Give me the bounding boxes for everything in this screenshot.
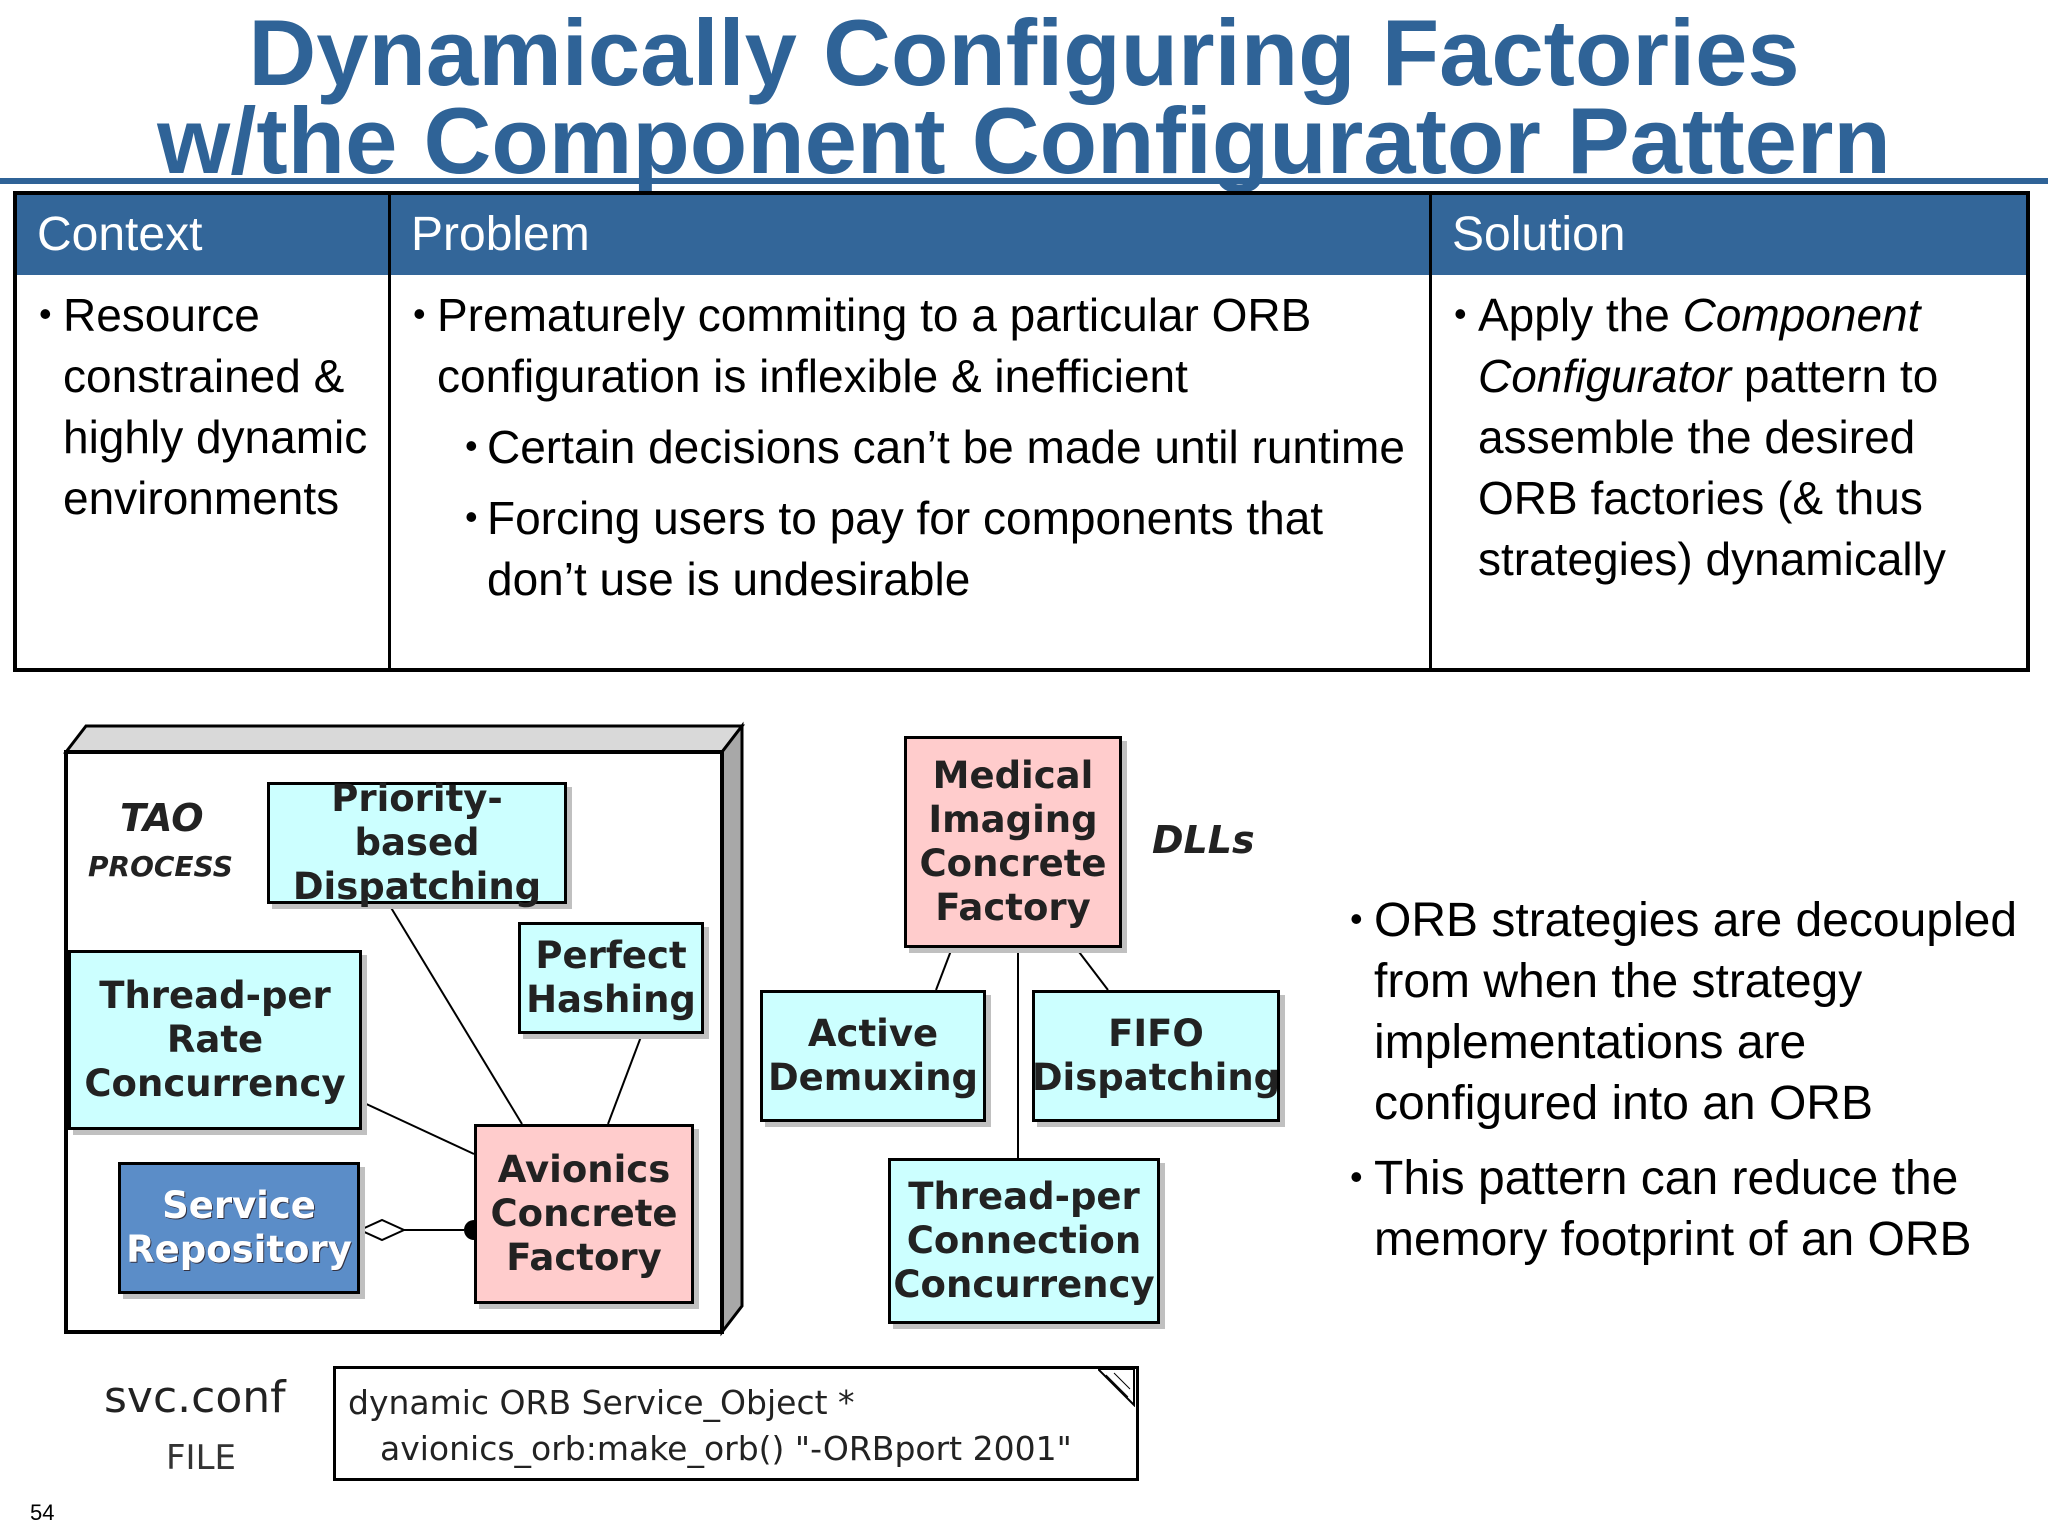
box-label: Thread-per Rate Concurrency: [84, 974, 346, 1105]
service-repository-box: Service Repository: [118, 1162, 360, 1294]
process-label: PROCESS: [88, 850, 233, 883]
slide-title-line1: Dynamically Configuring Factories: [248, 0, 1800, 105]
problem-cell: Prematurely commiting to a particular OR…: [391, 275, 1429, 668]
context-cell: Resource constrained & highly dynamic en…: [17, 275, 388, 668]
thread-per-connection-box: Thread-per Connection Concurrency: [888, 1158, 1160, 1324]
slide-title-line2: w/the Component Configurator Pattern: [157, 88, 1891, 193]
header-solution: Solution: [1452, 208, 1626, 261]
box-label: Avionics Concrete Factory: [490, 1148, 678, 1279]
connector-line: [389, 905, 523, 1125]
folded-page-icon: [1098, 1369, 1135, 1407]
solution-text-pre: Apply the: [1478, 289, 1683, 341]
box-label: Medical Imaging Concrete Factory: [919, 754, 1107, 929]
dlls-label: DLLs: [1152, 818, 1255, 862]
svc-conf-line2: avionics_orb:make_orb() "-ORBport 2001": [380, 1429, 1072, 1468]
perfect-hashing-box: Perfect Hashing: [518, 922, 704, 1034]
right-bullets: ORB strategies are decoupled from when t…: [1344, 888, 2024, 1270]
solution-text-post: pattern to assemble the desired ORB fact…: [1478, 350, 1946, 585]
page-number: 54: [30, 1500, 55, 1525]
process-frame-top-face: [62, 724, 746, 754]
connector-line: [1075, 947, 1109, 991]
fifo-dispatching-box: FIFO Dispatching: [1032, 990, 1280, 1122]
tao-label: TAO: [120, 796, 204, 840]
connector-line: [607, 1033, 643, 1125]
box-label: Perfect Hashing: [526, 934, 696, 1021]
process-frame-side-face: [720, 721, 744, 1337]
avionics-factory-box: Avionics Concrete Factory: [474, 1124, 694, 1304]
table-header-row: Context Problem Solution: [17, 195, 2026, 275]
aggregation-diamond: [357, 1218, 407, 1242]
context-problem-solution-table: Context Problem Solution Resource constr…: [13, 191, 2030, 672]
right-bullet: This pattern can reduce the memory footp…: [1344, 1146, 2024, 1270]
column-divider: [388, 195, 391, 668]
box-label: Priority-based Dispatching: [292, 777, 542, 908]
box-label: FIFO Dispatching: [1031, 1012, 1281, 1099]
header-problem: Problem: [411, 208, 590, 261]
connector-line: [361, 1101, 475, 1155]
priority-dispatching-box: Priority-based Dispatching: [267, 777, 567, 908]
box-label: Active Demuxing: [767, 1012, 979, 1099]
title-underline: [0, 178, 2048, 184]
solution-bullet: Apply the Component Configurator pattern…: [1450, 283, 2020, 590]
context-bullet: Resource constrained & highly dynamic en…: [35, 283, 388, 529]
problem-sub-bullet: Certain decisions can’t be made until ru…: [409, 415, 1419, 478]
thread-per-rate-box: Thread-per Rate Concurrency: [68, 950, 362, 1130]
right-bullet: ORB strategies are decoupled from when t…: [1344, 888, 2024, 1134]
problem-sub-bullet: Forcing users to pay for components that…: [409, 486, 1419, 610]
solution-cell: Apply the Component Configurator pattern…: [1432, 275, 2030, 668]
connector-line: [935, 947, 953, 991]
svc-conf-label: svc.conf: [104, 1372, 286, 1423]
medical-imaging-factory-box: Medical Imaging Concrete Factory: [904, 736, 1122, 948]
box-label: Thread-per Connection Concurrency: [893, 1175, 1155, 1306]
box-label: Service Repository: [126, 1184, 352, 1271]
header-context: Context: [37, 208, 203, 261]
svc-conf-line1: dynamic ORB Service_Object *: [348, 1383, 855, 1422]
problem-bullet: Prematurely commiting to a particular OR…: [409, 283, 1419, 407]
column-divider: [1429, 195, 1432, 668]
active-demuxing-box: Active Demuxing: [760, 990, 986, 1122]
solution-pattern-name: Component Configurator: [1478, 289, 1921, 402]
svc-conf-file-label: FILE: [166, 1438, 237, 1478]
svc-conf-contents: dynamic ORB Service_Object * avionics_or…: [333, 1366, 1139, 1481]
